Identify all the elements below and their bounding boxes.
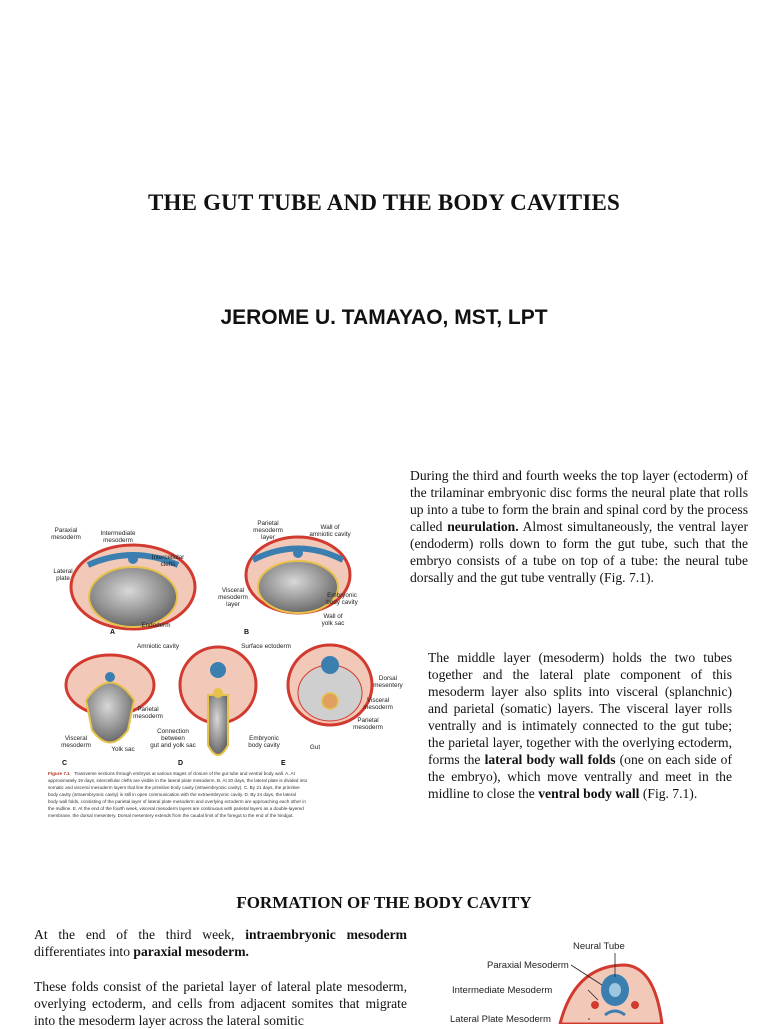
label-body-cavity-d-1: Embryonic [249, 735, 279, 742]
label-parietal-c-2: mesoderm [133, 713, 163, 720]
para1-run-2: Almost simultaneously, the ventral layer… [410, 519, 748, 585]
label-amniotic-cavity: Amniotic cavity [137, 643, 180, 650]
label-paraxial-2: mesoderm [51, 534, 81, 541]
label-paraxial-1: Paraxial [55, 527, 78, 534]
caption-line-5: body wall folds, consisting of the parie… [48, 799, 306, 804]
label-neural-tube: Neural Tube [573, 941, 625, 952]
label-parietal-3: layer [261, 534, 275, 541]
panel-b-drawing [244, 535, 352, 615]
para1-run-1: neurulation. [447, 519, 519, 534]
label-body-cavity-2: body cavity [326, 599, 358, 606]
label-parietal-2: mesoderm [253, 527, 283, 534]
label-visceral-c-2: mesoderm [61, 742, 91, 749]
caption-line-6: the midline. E. At the end of the fourth… [48, 806, 304, 811]
label-body-cavity-1: Embryonic [327, 592, 357, 599]
label-body-cavity-d-2: body cavity [248, 742, 280, 749]
para3-run-0: At the end of the third week, [34, 927, 246, 942]
panel-label-d: D [178, 760, 183, 767]
label-intermediate-2: mesoderm [103, 537, 133, 544]
label-wall-yolk-2: yolk sac [322, 620, 345, 627]
para3-run-2: differentiates into [34, 944, 134, 959]
label-visceral-2: mesoderm [218, 594, 248, 601]
page-title: THE GUT TUBE AND THE BODY CAVITIES [147, 190, 621, 215]
label-intermediate-1: Intermediate [100, 530, 135, 537]
panel-d-drawing [178, 645, 258, 756]
panel-label-a: A [110, 629, 115, 636]
figure-labels: Paraxial mesoderm Intermediate mesoderm … [51, 520, 403, 767]
figure-caption: Figure 7.1 Transverse sections through e… [48, 771, 308, 818]
para3-run-1: intraembryonic mesoderm [245, 927, 408, 942]
caption-line-2: approximately 19 days, intercellular cle… [48, 778, 308, 783]
para1-run-0: During the third and fourth weeks the to… [410, 468, 748, 534]
label-wall-yolk-1: Wall of [323, 613, 342, 620]
para2-run-2: (one on each side of the embryo), which … [428, 752, 733, 801]
caption-line-3: somatic and visceral mesoderm layers tha… [48, 785, 300, 790]
label-parietal-c-1: Parietal [137, 706, 158, 713]
paragraph-neurulation: During the third and fourth weeks the to… [410, 467, 748, 586]
label-lateral-1: Lateral [53, 568, 72, 575]
label-visceral-3: layer [226, 601, 240, 608]
para2-run-1: lateral body wall folds [484, 752, 616, 767]
label-visceral-e-1: Visceral [367, 697, 389, 704]
label-parietal-e-2: mesoderm [353, 724, 383, 731]
panel-a-drawing [69, 543, 197, 631]
panel-label-e: E [281, 760, 286, 767]
paragraph-folds: These folds consist of the parietal laye… [34, 978, 407, 1029]
label-parietal-1: Parietal [257, 520, 278, 527]
caption-label: Figure 7.1 [48, 771, 70, 776]
para2-run-4: (Fig. 7.1). [639, 786, 698, 801]
section-title: FORMATION OF THE BODY CAVITY [236, 893, 532, 912]
label-visceral-e-2: mesoderm [363, 704, 393, 711]
label-lateral-plate-mesoderm: Lateral Plate Mesoderm [450, 1014, 551, 1024]
author-name: JEROME U. TAMAYAO, MST, LPT [220, 306, 548, 329]
label-intermediate-mesoderm: Intermediate Mesoderm [452, 985, 552, 996]
para3-run-3: paraxial mesoderm. [133, 944, 249, 959]
label-dorsal-mesentery-1: Dorsal [379, 675, 397, 682]
paragraph-intraembryonic: At the end of the third week, intraembry… [34, 926, 407, 960]
label-yolk-sac: Yolk sac [111, 746, 134, 753]
mesoderm-pointers [570, 953, 616, 1020]
label-surface-ectoderm: Surface ectoderm [241, 643, 291, 650]
label-visceral-c-1: Visceral [65, 735, 87, 742]
figure-mesoderm-diagram: Neural Tube Paraxial Mesoderm Intermedia… [450, 941, 664, 1024]
svg-text:Figure 7.1 Transverse se: Figure 7.1 Transverse sections through e… [48, 771, 296, 776]
label-visceral-1: Visceral [222, 587, 244, 594]
figure-7-1: Paraxial mesoderm Intermediate mesoderm … [48, 520, 404, 818]
label-connection-3: gut and yolk sac [150, 742, 196, 749]
paragraph-mesoderm: The middle layer (mesoderm) holds the tw… [428, 649, 732, 802]
panel-c-drawing [64, 653, 156, 744]
caption-line-7: membrane, the dorsal mesentery. Dorsal m… [48, 813, 294, 818]
para2-run-3: ventral body wall [538, 786, 640, 801]
label-wall-amniotic-1: Wall of [320, 524, 339, 531]
label-intercellular-1: Intercellular [152, 554, 185, 561]
label-intercellular-2: clefts [161, 561, 176, 568]
para2-run-0: The middle layer (mesoderm) holds the tw… [428, 650, 732, 767]
label-paraxial-mesoderm: Paraxial Mesoderm [487, 960, 569, 971]
panel-label-c: C [62, 760, 67, 767]
label-wall-amniotic-2: amniotic cavity [309, 531, 351, 538]
label-connection-2: between [161, 735, 185, 742]
panel-label-b: B [244, 629, 249, 636]
label-endoderm: Endoderm [141, 622, 170, 629]
label-dorsal-mesentery-2: mesentery [373, 682, 403, 689]
panel-e-drawing [286, 643, 374, 727]
para4-run-0: These folds consist of the parietal laye… [34, 979, 407, 1028]
mesoderm-drawing [558, 963, 664, 1024]
label-connection-1: Connection [157, 728, 189, 735]
caption-line-1: Transverse sections through embryos at v… [74, 771, 296, 776]
label-lateral-2: plate [56, 575, 70, 582]
caption-line-4: body cavity (intraembryonic cavity) is s… [48, 792, 296, 797]
label-parietal-e-1: Parietal [357, 717, 378, 724]
label-gut: Gut [310, 744, 320, 751]
